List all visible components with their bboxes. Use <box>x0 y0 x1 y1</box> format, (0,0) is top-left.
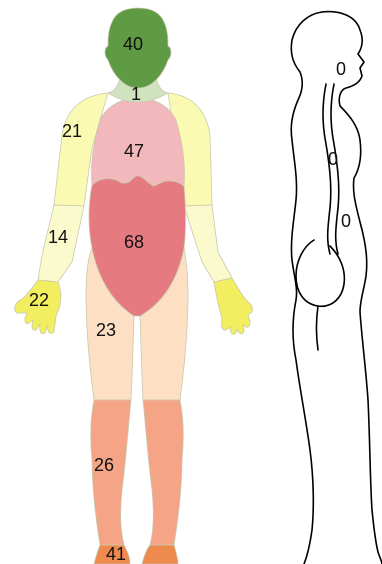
side-spine-line <box>323 84 331 254</box>
right-foot-region <box>142 545 178 564</box>
lower-leg-label: 26 <box>94 455 114 475</box>
side-hand-outline <box>317 306 319 350</box>
mid-back-label: 0 <box>328 149 338 169</box>
neck-label: 1 <box>131 84 141 104</box>
hand-label: 22 <box>29 290 49 310</box>
side-spine-line-inner <box>331 84 339 254</box>
chest-label: 47 <box>124 141 144 161</box>
front-body-figure: 40 1 21 14 22 47 68 23 26 41 <box>15 8 253 564</box>
right-hand-region <box>214 278 253 334</box>
foot-label: 41 <box>106 544 126 564</box>
lower-back-label: 0 <box>341 211 351 231</box>
head-label: 40 <box>123 34 143 54</box>
abdomen-label: 68 <box>124 232 144 252</box>
side-back-outline <box>291 12 322 564</box>
side-body-outline: 0 0 0 <box>291 12 382 564</box>
thigh-label: 23 <box>96 320 116 340</box>
side-body-silhouette <box>322 12 382 564</box>
right-forearm-region <box>184 205 232 282</box>
upper-arm-label: 21 <box>62 121 82 141</box>
upper-back-label: 0 <box>336 59 346 79</box>
right-lower-leg-region <box>143 400 183 545</box>
forearm-label: 14 <box>48 227 68 247</box>
